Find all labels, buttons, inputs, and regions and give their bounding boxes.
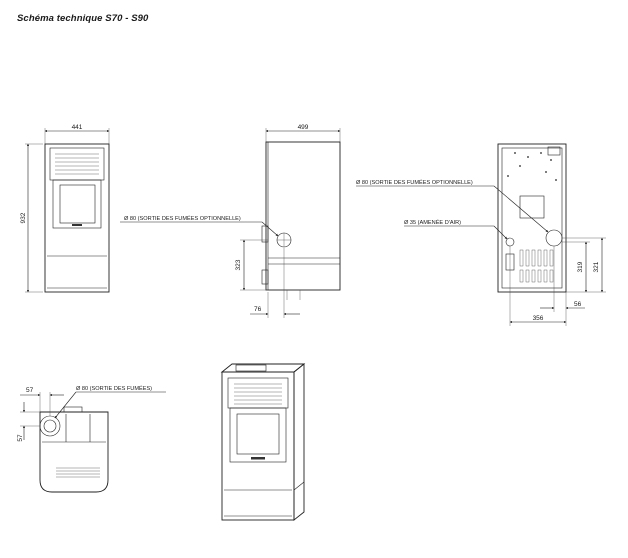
front-view: 441 932 bbox=[20, 124, 110, 293]
top-grille bbox=[56, 467, 100, 478]
side-view: 499 Ø 80 (SORTIE DES FUMÉES OPTIONNELLE)… bbox=[120, 124, 341, 318]
back-flue-callout: Ø 80 (SORTIE DES FUMÉES OPTIONNELLE) bbox=[356, 179, 473, 186]
fire-window bbox=[59, 184, 96, 224]
top-flue-callout: Ø 80 (SORTIE DES FUMÉES) bbox=[76, 385, 152, 392]
top-offset-x-dimension: 57 bbox=[26, 387, 34, 394]
back-air-callout: Ø 35 (AMENÉE D'AIR) bbox=[404, 219, 461, 226]
back-air-height-dimension: 319 bbox=[577, 261, 584, 272]
back-flue-outlet bbox=[545, 229, 563, 247]
top-offset-y-dimension: 57 bbox=[17, 434, 24, 442]
side-depth-dimension: 499 bbox=[298, 124, 309, 131]
perspective-view bbox=[220, 363, 306, 521]
back-view: Ø 80 (SORTIE DES FUMÉES OPTIONNELLE) Ø 3… bbox=[356, 143, 606, 326]
front-width-dimension: 441 bbox=[72, 124, 83, 131]
side-flue-callout: Ø 80 (SORTIE DES FUMÉES OPTIONNELLE) bbox=[124, 215, 241, 222]
top-flue-outlet bbox=[39, 415, 61, 437]
back-mounting-holes bbox=[507, 152, 557, 181]
front-height-dimension: 932 bbox=[20, 212, 27, 223]
page-title: Schéma technique S70 - S90 bbox=[17, 13, 149, 24]
perspective-grille bbox=[234, 383, 282, 405]
back-vent-slots bbox=[519, 249, 554, 283]
back-flue-offset-dimension: 356 bbox=[533, 315, 544, 322]
back-air-offset-dimension: 56 bbox=[574, 301, 582, 308]
back-flue-height-dimension: 321 bbox=[593, 261, 600, 272]
top-view: Ø 80 (SORTIE DES FUMÉES) 57 57 bbox=[17, 385, 166, 493]
perspective-fire-window bbox=[236, 413, 280, 455]
back-air-inlet bbox=[505, 237, 515, 247]
side-flue-offset-dimension: 76 bbox=[254, 306, 262, 313]
front-grille bbox=[55, 153, 99, 175]
side-flue-height-dimension: 323 bbox=[235, 259, 242, 270]
